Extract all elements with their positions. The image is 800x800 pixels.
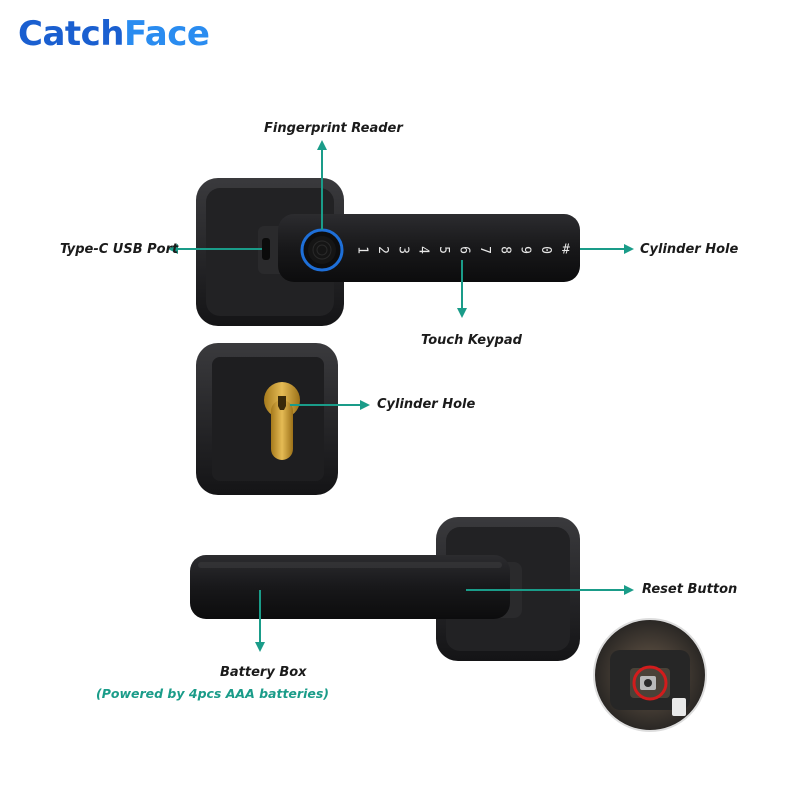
keypad-handle: [278, 214, 580, 282]
brand-logo: CatchFace: [18, 14, 210, 54]
arrow-battery: [255, 590, 265, 652]
keypad-key-hash: #: [562, 243, 570, 258]
label-touch-keypad: Touch Keypad: [421, 333, 522, 348]
arrow-type-c: [168, 244, 262, 254]
keypad-key-4: 4: [416, 246, 431, 254]
keypad-key-2: 2: [375, 246, 390, 254]
keypad-key-3: 3: [395, 246, 410, 254]
arrow-touch-keypad: [457, 260, 467, 318]
brand-logo-part1: Catch: [18, 14, 125, 54]
lever-handle: [190, 555, 510, 619]
cylinder-rose-assembly: [196, 343, 338, 495]
label-reset-button: Reset Button: [642, 582, 738, 597]
keypad-key-8: 8: [497, 246, 512, 254]
brand-logo-part2: Face: [124, 14, 210, 54]
battery-handle-assembly: [190, 517, 580, 661]
keypad-key-1: 1: [355, 246, 370, 254]
reset-highlight-ring: [632, 665, 668, 701]
label-cylinder-hole-top: Cylinder Hole: [640, 242, 739, 257]
arrow-fingerprint: [317, 140, 327, 230]
keypad-key-0: 0: [538, 246, 553, 254]
arrow-reset: [466, 585, 634, 595]
keypad-key-6: 6: [457, 246, 472, 254]
arrow-cylinder-top: [580, 244, 634, 254]
reset-button-inset: [593, 618, 707, 732]
label-fingerprint-reader: Fingerprint Reader: [264, 121, 403, 136]
euro-cylinder: [264, 382, 300, 460]
arrow-cylinder-middle: [290, 400, 370, 410]
fingerprint-reader: [300, 228, 344, 272]
label-cylinder-hole-middle: Cylinder Hole: [377, 397, 476, 412]
keypad-key-7: 7: [477, 246, 492, 254]
label-battery-box: Battery Box: [220, 665, 307, 680]
keypad-key-5: 5: [436, 246, 451, 254]
label-type-c-usb-port: Type-C USB Port: [60, 242, 179, 257]
type-c-port: [262, 238, 270, 260]
keypad-key-9: 9: [518, 246, 533, 254]
label-battery-note: (Powered by 4pcs AAA batteries): [96, 686, 329, 701]
